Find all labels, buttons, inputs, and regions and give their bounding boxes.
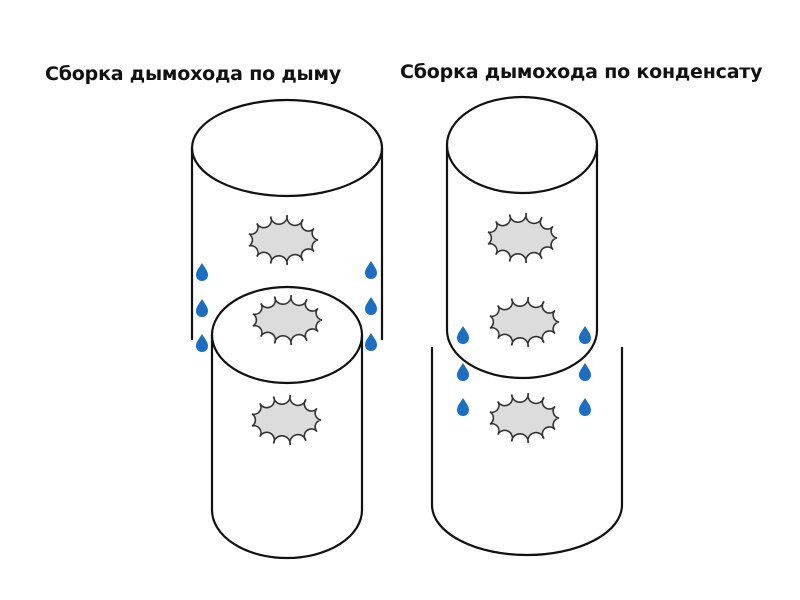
right-diagram-title: Сборка дымохода по конденсату bbox=[400, 61, 763, 83]
left-diagram-title: Сборка дымохода по дыму bbox=[45, 63, 342, 85]
water-drop-icon bbox=[365, 333, 377, 351]
smoke-cloud-icon bbox=[252, 294, 323, 346]
smoke-cloud-icon bbox=[248, 214, 319, 266]
right-lower-pipe bbox=[430, 347, 624, 557]
left-upper-pipe bbox=[190, 98, 384, 340]
smoke-cloud-icon bbox=[487, 212, 558, 264]
water-drop-icon bbox=[196, 334, 208, 352]
water-drop-icon bbox=[196, 299, 208, 317]
water-drop-icon bbox=[457, 326, 469, 344]
right-upper-pipe bbox=[445, 95, 599, 380]
water-drop-icon bbox=[579, 363, 591, 381]
smoke-cloud-icon bbox=[251, 394, 322, 446]
water-drop-icon bbox=[457, 398, 469, 416]
water-drop-icon bbox=[365, 261, 377, 279]
water-drop-icon bbox=[457, 363, 469, 381]
water-drop-icon bbox=[579, 326, 591, 344]
smoke-cloud-icon bbox=[489, 296, 560, 348]
water-drop-icon bbox=[365, 297, 377, 315]
smoke-cloud-icon bbox=[489, 392, 560, 444]
water-drop-icon bbox=[196, 263, 208, 281]
water-drop-icon bbox=[579, 398, 591, 416]
